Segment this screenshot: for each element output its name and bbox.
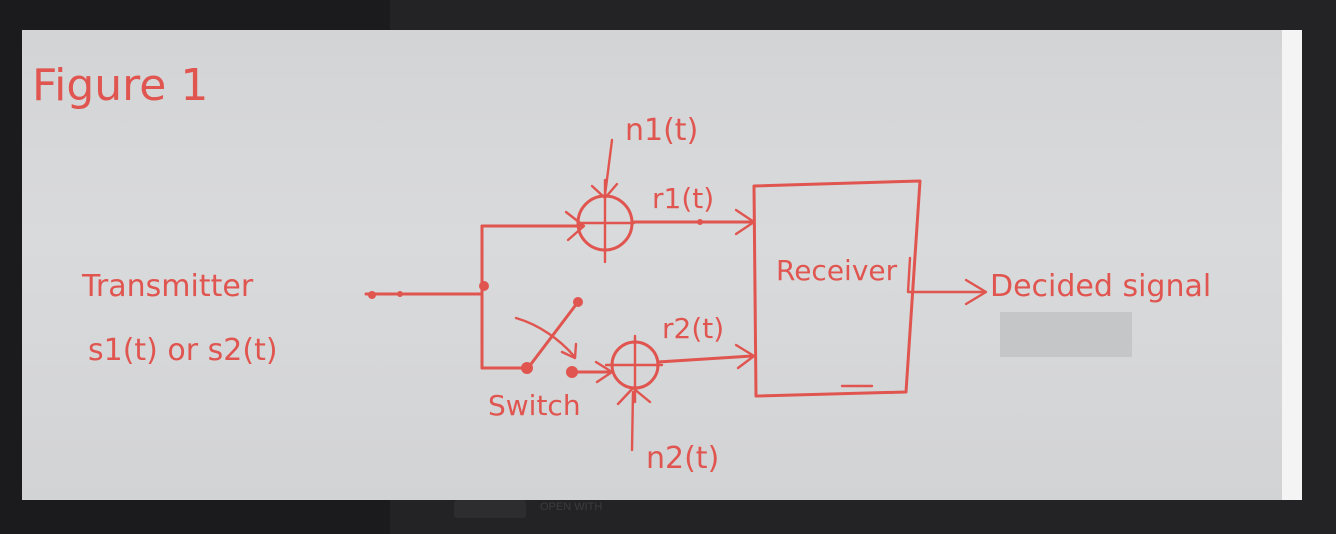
figure-photo bbox=[22, 30, 1282, 500]
bottom-output-wire bbox=[656, 354, 754, 364]
transmitter-wire-dot bbox=[397, 291, 403, 297]
receiver-output-wire bbox=[906, 256, 986, 294]
switch-direction-arrowhead bbox=[560, 342, 578, 360]
switch-label: Switch bbox=[488, 389, 581, 422]
noise-top-label: n1(t) bbox=[625, 113, 698, 148]
redacted-region bbox=[1000, 312, 1132, 357]
noise-bottom-arrow bbox=[616, 386, 652, 406]
top-branch-arrow bbox=[564, 210, 586, 242]
transmitter-node bbox=[368, 291, 376, 299]
noise-top-wire bbox=[603, 138, 614, 197]
open-with-button[interactable] bbox=[454, 500, 526, 518]
transmitter-label: Transmitter bbox=[81, 269, 254, 304]
bottom-output-arrow bbox=[734, 343, 756, 370]
output-label: Decided signal bbox=[990, 269, 1211, 304]
figure-title: Figure 1 bbox=[32, 60, 208, 111]
top-output-dot bbox=[697, 219, 703, 225]
receiver-output-arrow bbox=[964, 278, 988, 306]
receiver-box bbox=[752, 179, 922, 398]
noise-top-arrow bbox=[590, 182, 619, 200]
receiver-label: Receiver bbox=[776, 254, 898, 287]
photo-paper-edge bbox=[1282, 30, 1302, 500]
open-with-label: OPEN WITH bbox=[540, 501, 603, 513]
transmitter-signals-label: s1(t) or s2(t) bbox=[88, 333, 278, 368]
received-bottom-label: r2(t) bbox=[662, 312, 724, 345]
switch-tip bbox=[573, 297, 583, 307]
switch-direction-curve bbox=[514, 316, 576, 358]
received-top-label: r1(t) bbox=[652, 182, 714, 215]
noise-bottom-label: n2(t) bbox=[646, 441, 719, 476]
noise-bottom-wire bbox=[630, 390, 635, 452]
